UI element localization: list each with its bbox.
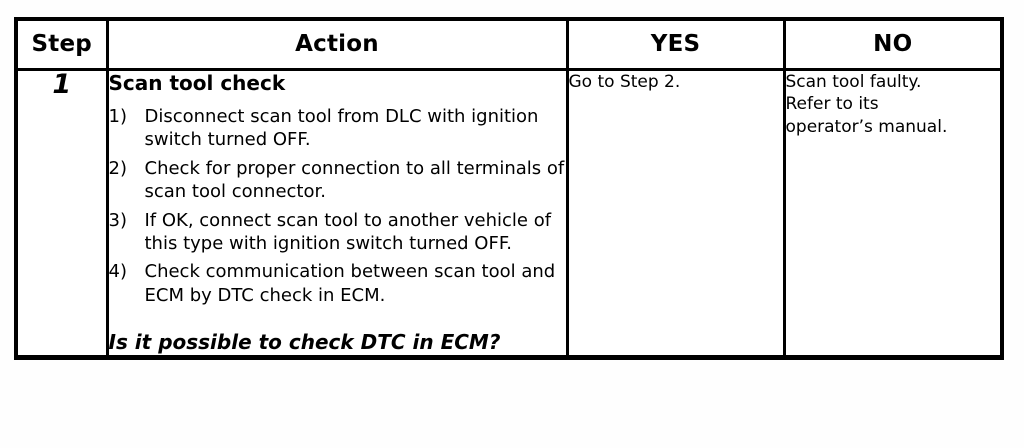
list-item: 3) If OK, connect scan tool to another v… bbox=[109, 209, 566, 256]
table-row: 1 Scan tool check 1) Disconnect scan too… bbox=[14, 67, 1004, 361]
column-header-action: Action bbox=[105, 17, 569, 71]
list-item: 4) Check communication between scan tool… bbox=[109, 260, 566, 307]
list-item: 2) Check for proper connection to all te… bbox=[109, 157, 566, 204]
no-outcome-line-1: Scan tool faulty. bbox=[785, 72, 922, 92]
diagnostic-flow-table: Step Action YES NO 1 Scan tool check 1) … bbox=[14, 17, 1004, 361]
list-item-text: If OK, connect scan tool to another vehi… bbox=[144, 209, 552, 254]
cell-action: Scan tool check 1) Disconnect scan tool … bbox=[105, 67, 569, 361]
list-item-text: Check for proper connection to all termi… bbox=[144, 157, 565, 203]
list-item-marker: 3) bbox=[108, 209, 127, 231]
list-item-text: Check communication between scan tool an… bbox=[144, 261, 556, 306]
step-number: 1 bbox=[52, 69, 72, 100]
no-outcome-line-3: operator’s manual. bbox=[785, 116, 948, 137]
cell-no-outcome: Scan tool faulty. Refer to its operator’… bbox=[782, 67, 1004, 361]
column-header-step: Step bbox=[14, 17, 109, 71]
list-item-marker: 4) bbox=[108, 261, 127, 283]
no-outcome-line-2: Refer to its bbox=[785, 94, 879, 115]
list-item-marker: 1) bbox=[108, 106, 127, 127]
column-header-no: NO bbox=[782, 17, 1004, 71]
list-item: 1) Disconnect scan tool from DLC with ig… bbox=[109, 105, 566, 152]
action-title: Scan tool check bbox=[108, 71, 286, 95]
header-row: Step Action YES NO bbox=[14, 17, 1004, 71]
table-body: 1 Scan tool check 1) Disconnect scan too… bbox=[14, 67, 1004, 361]
yes-outcome-text: Go to Step 2. bbox=[568, 72, 681, 92]
column-header-yes: YES bbox=[565, 17, 786, 71]
cell-yes-outcome: Go to Step 2. bbox=[565, 67, 786, 361]
action-question: Is it possible to check DTC in ECM? bbox=[108, 330, 501, 355]
list-item-marker: 2) bbox=[108, 157, 127, 179]
cell-step-number: 1 bbox=[14, 67, 109, 361]
action-step-list: 1) Disconnect scan tool from DLC with ig… bbox=[109, 105, 566, 307]
list-item-text: Disconnect scan tool from DLC with ignit… bbox=[144, 106, 539, 151]
table-header: Step Action YES NO bbox=[14, 17, 1004, 71]
